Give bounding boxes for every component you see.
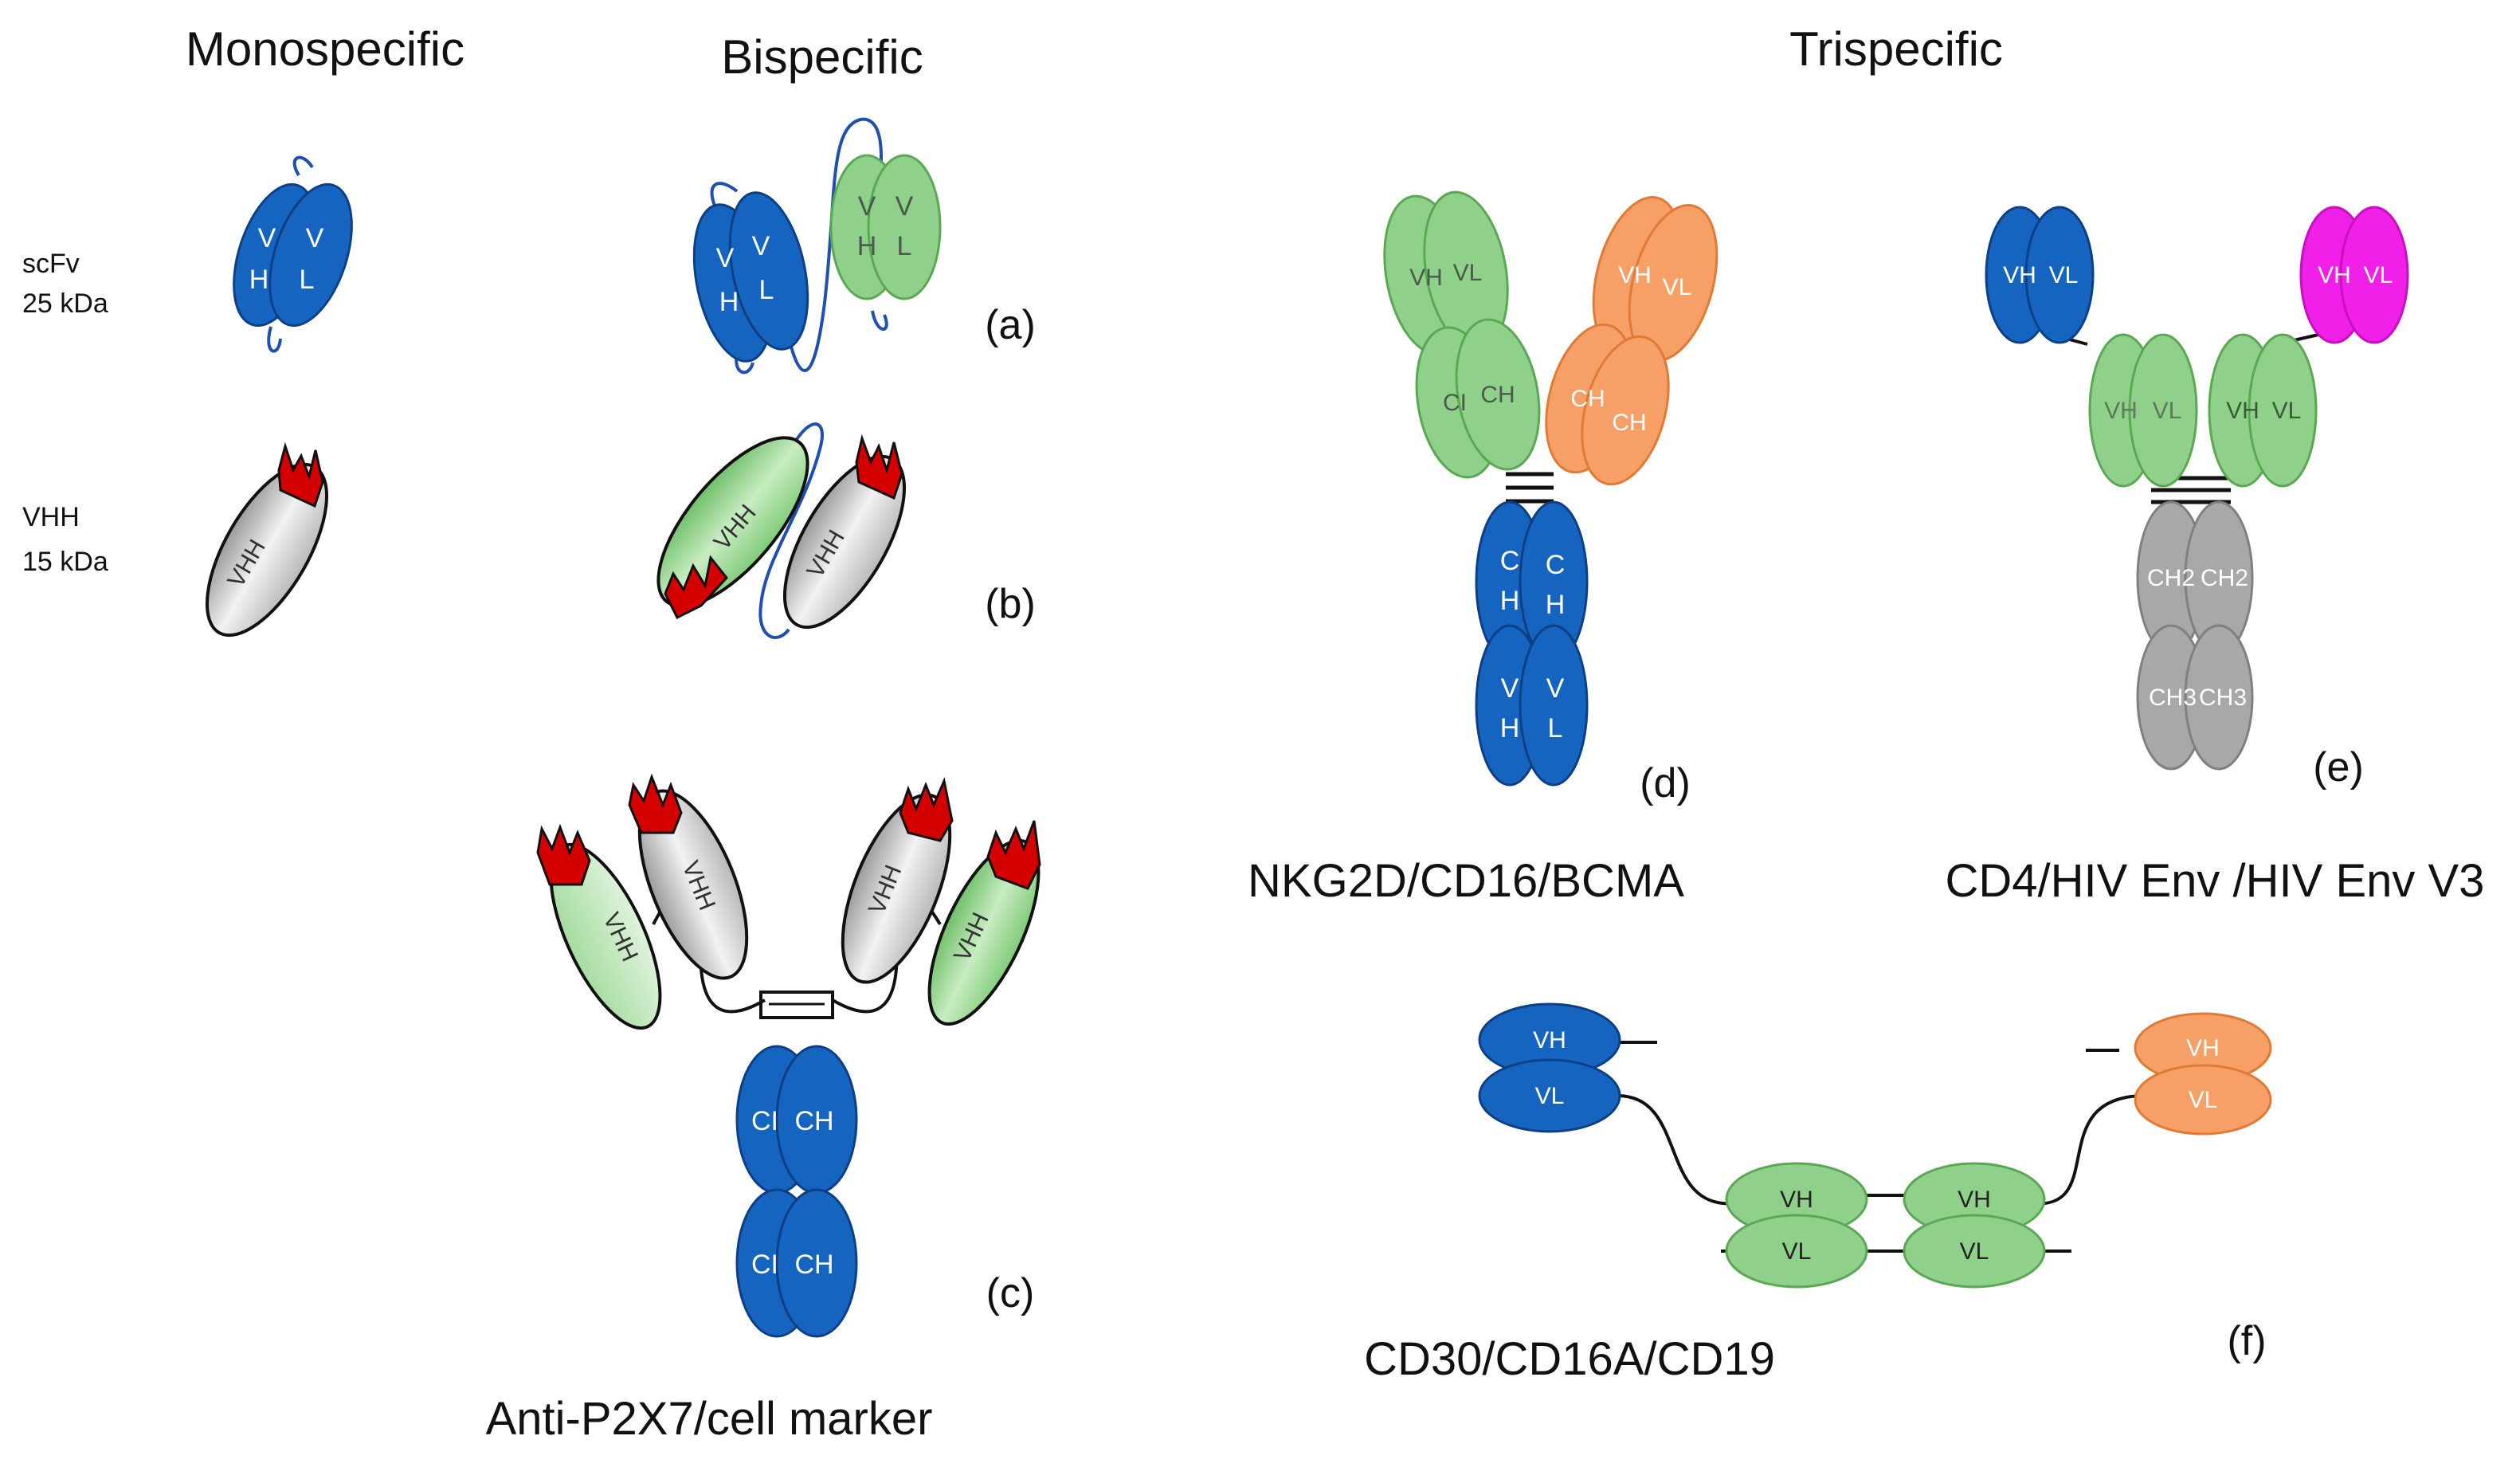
svg-text:CH3: CH3 [2199,685,2247,711]
panel-f-letter: (f) [2227,1318,2266,1364]
scfv-label: scFv [22,249,80,279]
bispecific-vhh: VHH VHH [656,422,907,639]
cd30-cd16a-cd19-construct: VH VL VH VL VH VL VH VL [1478,1002,2272,1289]
panel-c-letter: (c) [986,1270,1035,1316]
svg-text:L: L [897,231,912,261]
cd4-hiv-env-construct: VH VL VH VL VH VL VH VL CH2 CH2 CH3 CH3 [1985,206,2409,771]
svg-text:VH: VH [2186,1035,2220,1061]
svg-text:V: V [858,191,876,222]
svg-text:VH: VH [1958,1187,1991,1213]
svg-text:V: V [306,223,324,253]
svg-text:CI: CI [1443,390,1467,416]
monospecific-header: Monospecific [186,22,464,76]
svg-text:CH: CH [1480,382,1515,408]
vl-domain [867,154,942,300]
svg-text:VH: VH [2226,398,2259,424]
svg-text:H: H [1500,586,1520,616]
svg-text:VL: VL [2189,1087,2218,1113]
svg-text:CI: CI [751,1250,778,1280]
svg-text:H: H [249,265,269,295]
svg-text:H: H [1500,713,1520,743]
svg-text:CH: CH [1612,410,1646,436]
svg-text:CH: CH [1570,386,1605,412]
svg-text:CH2: CH2 [2201,565,2248,591]
panel-b-letter: (b) [985,581,1036,627]
svg-text:V: V [716,243,735,273]
svg-text:H: H [719,287,739,317]
svg-text:VH: VH [1780,1187,1813,1213]
svg-text:H: H [857,231,877,261]
svg-text:VL: VL [1663,274,1692,300]
panel-f-caption: CD30/CD16A/CD19 [1364,1333,1775,1385]
svg-text:VL: VL [1453,260,1483,286]
svg-text:VH: VH [2003,262,2036,288]
bispecific-scfv: V H V L V H V L [692,117,942,375]
anti-p2x7-construct: VHH VHH VHH VHH CI CH CI CH [536,773,1041,1338]
vhh-label: VHH [22,502,80,532]
svg-text:VL: VL [1535,1083,1565,1109]
svg-text:C: C [1500,546,1520,576]
svg-text:VH: VH [1409,265,1443,291]
svg-text:L: L [300,265,315,295]
svg-text:VL: VL [1960,1238,1989,1265]
svg-text:CH: CH [794,1250,833,1280]
panel-a-letter: (a) [985,302,1036,348]
svg-text:VL: VL [2153,398,2182,424]
svg-text:VL: VL [1782,1238,1812,1265]
svg-text:V: V [752,231,770,261]
svg-text:V: V [1501,673,1519,704]
vl-domain [728,191,809,351]
svg-text:V: V [896,191,914,222]
panel-e-letter: (e) [2313,744,2364,790]
bispecific-header: Bispecific [721,30,923,84]
svg-text:V: V [258,223,276,253]
vl-domain [268,182,353,328]
svg-text:VH: VH [2318,262,2351,288]
svg-text:VL: VL [2049,262,2079,288]
monospecific-vhh: VHH [205,441,329,638]
vhh-mass-label: 15 kDa [22,547,108,577]
svg-text:H: H [1546,590,1566,620]
svg-text:L: L [1548,713,1563,743]
svg-text:C: C [1546,550,1566,580]
panel-c-caption: Anti-P2X7/cell marker [486,1393,933,1445]
panel-e-caption: CD4/HIV Env /HIV Env V3 [1946,855,2485,907]
panel-d-caption: NKG2D/CD16/BCMA [1248,855,1684,907]
svg-text:L: L [759,275,774,305]
svg-text:CH2: CH2 [2147,565,2195,591]
panel-d-letter: (d) [1640,760,1691,806]
scfv-mass-label: 25 kDa [22,288,108,319]
svg-text:V: V [1546,673,1565,704]
svg-text:VH: VH [1533,1027,1566,1053]
trispecific-header: Trispecific [1789,22,2003,76]
nkg2d-cd16-bcma-construct: VH VL CI CH VH VL CH CH C H C H V H V L [1383,190,1719,787]
svg-text:VL: VL [2272,398,2302,424]
svg-text:CH: CH [794,1106,833,1136]
svg-text:VL: VL [2364,262,2393,288]
svg-text:CH3: CH3 [2149,685,2197,711]
svg-text:CI: CI [751,1106,778,1136]
svg-text:VH: VH [1618,262,1652,288]
monospecific-scfv: V H V L [233,155,353,353]
svg-text:VH: VH [2104,398,2138,424]
